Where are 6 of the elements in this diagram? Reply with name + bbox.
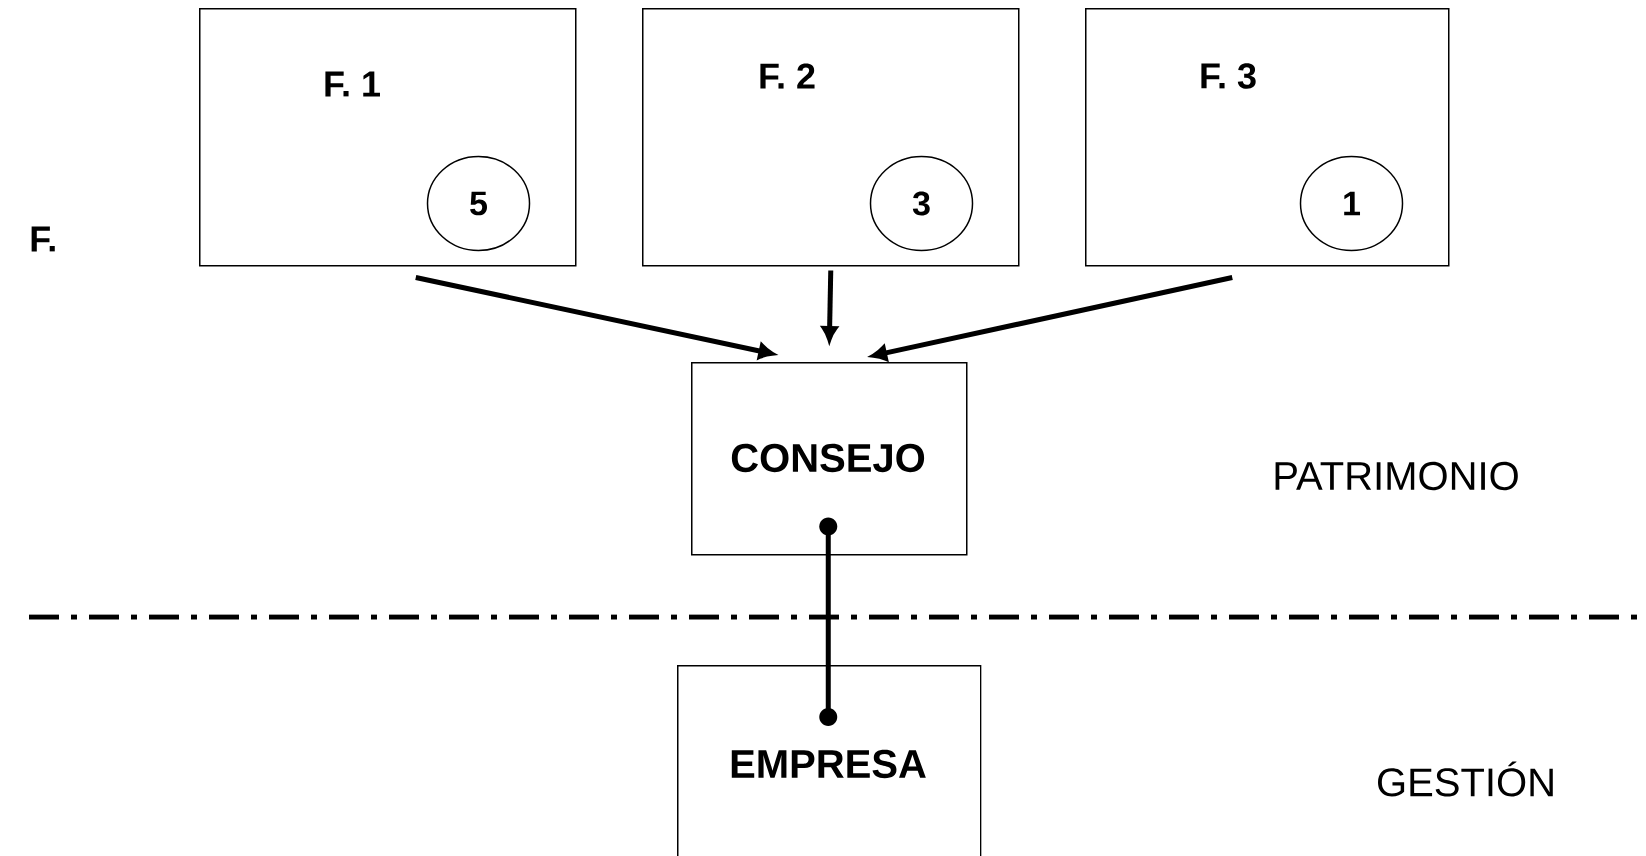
box: CONSEJO (691, 362, 968, 556)
section-label: F. (31, 226, 55, 252)
section-label: PATRIMONIO (1275, 461, 1518, 491)
section-label: GESTIÓN (1378, 761, 1553, 797)
arrow (819, 517, 838, 726)
box: EMPRESA (677, 665, 982, 856)
